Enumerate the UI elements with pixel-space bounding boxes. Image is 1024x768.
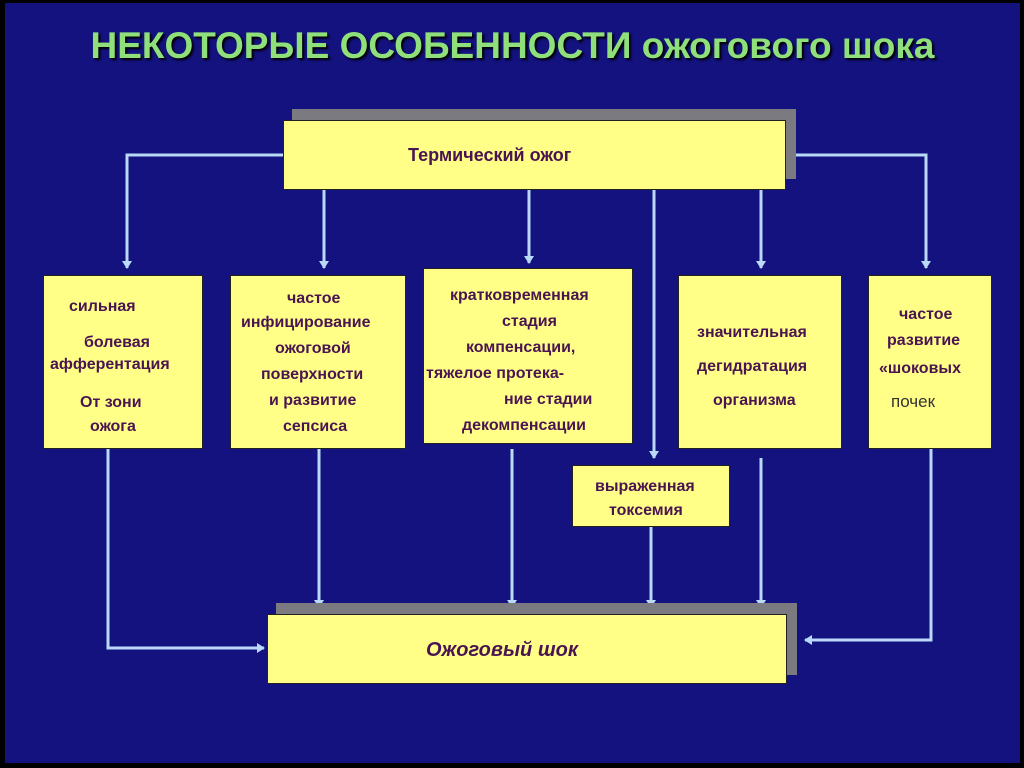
dehydration-box: значительная дегидратация организма [678, 275, 842, 449]
toxemia-box: выраженная токсемия [572, 465, 730, 527]
toxemia-line: выраженная [595, 478, 695, 495]
compensation-stage-line: тяжелое протека- [426, 365, 565, 382]
burn-shock-label: Ожоговый шок [426, 639, 578, 661]
sepsis-line: частое [287, 290, 341, 307]
compensation-stage-box: кратковременная стадия компенсации, тяже… [423, 268, 633, 444]
pain-afferentation-line: болевая [84, 334, 150, 351]
shock-kidneys-box: частое развитие «шоковых почек [868, 275, 992, 449]
compensation-stage-line: кратковременная [450, 287, 589, 304]
slide: НЕКОТОРЫЕ ОСОБЕННОСТИ ожогового шока Т [5, 3, 1020, 763]
thermal-burn-label: Термический ожог [408, 145, 572, 165]
arrow-pain-to-shock [106, 449, 265, 653]
compensation-stage-line: компенсации, [466, 339, 576, 356]
sepsis-line: поверхности [261, 366, 364, 383]
connector-arrows [106, 153, 933, 653]
compensation-stage-line: ние стадии [504, 391, 593, 408]
slide-title: НЕКОТОРЫЕ ОСОБЕННОСТИ ожогового шока [90, 25, 935, 66]
sepsis-line: ожоговой [275, 340, 351, 357]
shock-kidneys-line: «шоковых [879, 360, 961, 377]
toxemia-line: токсемия [609, 502, 683, 519]
thermal-burn-box: Термический ожог [283, 120, 786, 190]
compensation-stage-line: стадия [502, 313, 557, 330]
pain-afferentation-line: афферентация [50, 356, 170, 373]
dehydration-line: дегидратация [697, 358, 808, 375]
pain-afferentation-box: сильная болевая афферентация От зони ожо… [43, 275, 203, 449]
dehydration-line: значительная [697, 324, 807, 341]
pain-afferentation-line: сильная [69, 298, 136, 315]
sepsis-line: и развитие [269, 392, 357, 409]
shock-kidneys-line: развитие [887, 332, 961, 349]
shock-kidneys-line: частое [899, 306, 953, 323]
sepsis-line: инфицирование [241, 314, 371, 331]
pain-afferentation-line: ожога [90, 418, 136, 435]
arrow-burn-to-pain [122, 153, 284, 269]
shock-kidneys-line: почек [891, 392, 936, 411]
burn-shock-box: Ожоговый шок [267, 614, 787, 684]
pain-afferentation-line: От зони [80, 394, 142, 411]
arrow-burn-to-kidneys [785, 153, 931, 269]
dehydration-line: организма [713, 392, 796, 409]
compensation-stage-line: декомпенсации [462, 417, 586, 434]
arrow-kidneys-to-shock [804, 449, 933, 645]
sepsis-line: сепсиса [283, 418, 348, 435]
sepsis-box: частое инфицирование ожоговой поверхност… [230, 275, 406, 449]
